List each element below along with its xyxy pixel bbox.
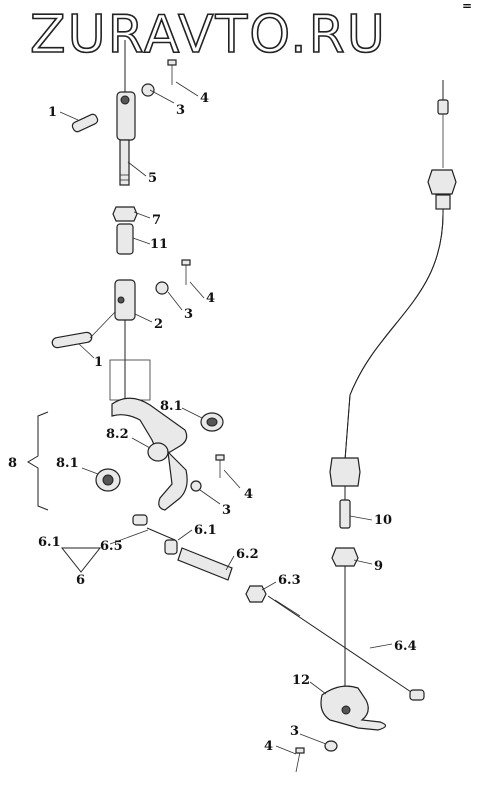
washer-3-lever — [190, 480, 202, 492]
label-5: 5 — [148, 171, 157, 186]
label-6: 6 — [76, 573, 85, 588]
label-7: 7 — [152, 213, 161, 228]
triangle-symbol — [60, 547, 102, 573]
label-8-1-top: 8.1 — [160, 399, 183, 414]
label-6-1-left: 6.1 — [38, 535, 61, 550]
block-9 — [331, 547, 359, 567]
label-4-lever: 4 — [244, 487, 253, 502]
label-9: 9 — [374, 559, 383, 574]
label-2: 2 — [154, 317, 163, 332]
lever-assembly-8 — [27, 359, 225, 511]
bushing-8-2 — [147, 442, 169, 462]
top-rod-assembly — [51, 40, 191, 405]
nut-6-3 — [245, 585, 267, 603]
label-3-mid: 3 — [184, 307, 193, 322]
label-6-2: 6.2 — [236, 547, 259, 562]
label-3-top: 3 — [176, 103, 185, 118]
bracket-12 — [320, 685, 387, 731]
washer-3-mid — [155, 281, 169, 295]
washer-3-top — [141, 83, 155, 97]
bushing-6-1 — [164, 539, 178, 555]
pin-1-mid — [51, 331, 93, 349]
label-3-lever: 3 — [222, 503, 231, 518]
label-4-top: 4 — [200, 91, 209, 106]
watermark-text: ZURAVTO.RU — [30, 5, 387, 65]
corner-mark: = — [462, 0, 472, 13]
cable-end-nut — [329, 457, 361, 487]
label-1-mid: 1 — [94, 355, 103, 370]
label-6-5: 6.5 — [100, 539, 123, 554]
label-3-bottom: 3 — [290, 724, 299, 739]
washer-3-bottom — [324, 740, 338, 752]
label-6-3: 6.3 — [278, 573, 301, 588]
label-11: 11 — [150, 237, 168, 252]
pin-1-top — [71, 113, 99, 133]
label-6-1-right: 6.1 — [194, 523, 217, 538]
linkage-6 — [60, 514, 425, 701]
tube-6-2 — [177, 547, 233, 581]
leader-lines — [59, 81, 393, 755]
cable-assembly — [295, 80, 457, 773]
label-4-bottom: 4 — [264, 739, 273, 754]
nut-7 — [112, 206, 138, 222]
sleeve-11 — [116, 223, 134, 255]
rod-10 — [339, 499, 351, 529]
part-labels: 1 3 4 5 7 11 4 3 2 1 8.1 8.2 8 8.1 4 3 6… — [8, 91, 417, 754]
label-6-4: 6.4 — [394, 639, 417, 654]
label-1-top: 1 — [48, 105, 57, 120]
label-8: 8 — [8, 456, 17, 471]
label-12: 12 — [292, 673, 310, 688]
label-10: 10 — [374, 513, 392, 528]
label-8-2: 8.2 — [106, 427, 129, 442]
label-4-mid: 4 — [206, 291, 215, 306]
rod-6-4 — [267, 595, 421, 699]
label-8-1-bottom: 8.1 — [56, 456, 79, 471]
